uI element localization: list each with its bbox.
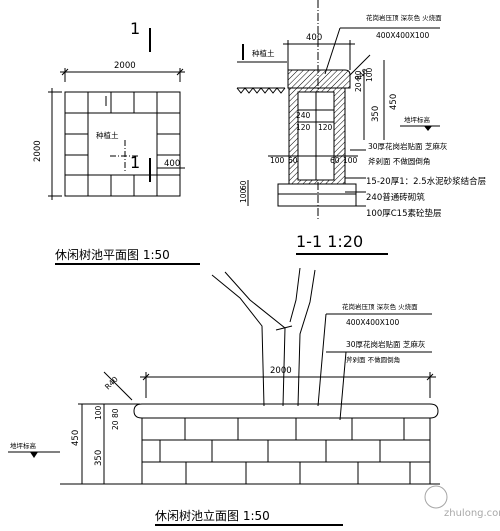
elevation-dim-tick: [142, 373, 150, 381]
elevation-branch-right-1: [289, 267, 301, 323]
elevation-dim-100: 100: [94, 405, 103, 420]
elevation-trunk-left: [211, 274, 265, 407]
section-note-stone-2: 斧剁面 不做圆倒角: [368, 156, 430, 166]
section-notes: 30厚花岗岩贴面 芝麻灰 斧剁面 不做圆倒角 15-20厚1：2.5水泥砂浆结合…: [345, 141, 486, 219]
watermark-logo-icon: [424, 485, 448, 509]
section-dim-100d: 100: [239, 188, 248, 203]
section-note-top-1: 花岗岩压顶 深灰色 火烧面: [366, 13, 442, 22]
elevation-dim-350: 350: [94, 450, 104, 466]
elevation-trunk-inner-left: [224, 271, 286, 407]
section-note-leader: [324, 27, 341, 75]
elevation-dim-r40: R40: [103, 374, 120, 391]
section-note-brick: 240普通砖砌筑: [366, 192, 425, 203]
plan-dim-height: 2000: [33, 140, 43, 162]
section-r40-leader: [349, 54, 371, 76]
elevation-note-leader-2: [339, 351, 347, 421]
section-dim-100c: 100: [365, 67, 374, 82]
section-dim-350: 350: [371, 106, 381, 122]
section-view: 花岗岩压顶 深灰色 火烧面 400X400X100 400 R40 种植土 24…: [236, 0, 486, 255]
section-dim-60a: 60: [288, 156, 298, 165]
elevation-note-top-1: 花岗岩压顶 深灰色 火烧面: [342, 302, 418, 311]
plan-dim-width: 2000: [114, 61, 136, 71]
elevation-note-top-2: 400X400X100: [346, 318, 399, 327]
plan-dim-tick: [176, 68, 184, 76]
elevation-view: 花岗岩压顶 深灰色 火烧面 400X400X100 30厚花岗岩贴面 芝麻灰 斧…: [8, 267, 440, 526]
elevation-ground-marker: [30, 452, 38, 458]
plan-inner-border: [87, 112, 158, 176]
section-dim-20: 20: [354, 82, 363, 92]
section-dim-450: 450: [389, 94, 399, 110]
watermark: zhulong.com: [424, 485, 500, 519]
section-dim-400: 400: [306, 33, 322, 43]
section-note-mortar: 15-20厚1：2.5水泥砂浆结合层: [366, 176, 486, 187]
section-dim-100a: 100: [270, 156, 285, 165]
section-dim-100b: 100: [343, 156, 358, 165]
section-soil-label: 种植土: [252, 48, 275, 58]
section-title: 1-1 1:20: [296, 232, 363, 251]
elevation-r40-leader: [103, 371, 133, 401]
plan-soil-label: 种植土: [96, 130, 119, 140]
section-footing: [277, 183, 357, 195]
plan-dim-cell: 400: [164, 159, 180, 169]
elevation-note-leader: [317, 313, 327, 407]
section-base: [277, 193, 357, 207]
section-note-stone-1: 30厚花岗岩贴面 芝麻灰: [368, 141, 448, 151]
elevation-dim-tick: [426, 373, 434, 381]
elevation-coping: [133, 403, 439, 419]
plan-dim-tick: [61, 68, 69, 76]
section-dim-120a: 120: [296, 123, 311, 132]
watermark-text: zhulong.com: [444, 508, 500, 519]
section-coping: [287, 69, 351, 89]
plan-title: 休闲树池平面图 1:50: [55, 247, 170, 262]
elevation-note-stone-1: 30厚花岗岩贴面 芝麻灰: [346, 339, 426, 349]
elevation-title: 休闲树池立面图 1:50: [155, 508, 270, 523]
elevation-branch-join: [275, 325, 293, 331]
section-note-top-2: 400X400X100: [376, 31, 429, 40]
section-dim-240: 240: [296, 111, 311, 120]
elevation-dim-2000: 2000: [270, 366, 292, 376]
plan-view: 1 1 2000 2000: [33, 19, 200, 265]
plan-section-mark-top: 1: [130, 19, 140, 38]
elevation-dim-20: 20: [111, 420, 120, 430]
elevation-stone-joints: [142, 418, 430, 484]
elevation-note-stone-2: 斧剁面 不做圆倒角: [346, 355, 400, 364]
section-ground-hatch: [236, 87, 286, 94]
section-dim-60c: 60: [239, 180, 248, 190]
section-ground-label: 地坪标高: [404, 115, 431, 124]
elevation-dim-450: 450: [71, 430, 81, 446]
elevation-dim-80: 80: [111, 408, 120, 418]
section-dim-60b: 60: [330, 156, 340, 165]
section-note-base: 100厚C15素砼垫层: [366, 208, 441, 219]
section-dim-120b: 120: [318, 123, 333, 132]
plan-outer-border: [64, 91, 181, 197]
plan-section-mark-bottom: 1: [130, 153, 140, 172]
plan-paving-grid: [65, 92, 180, 196]
elevation-ground-label: 地坪标高: [10, 441, 37, 450]
section-dim-80: 80: [354, 70, 363, 80]
section-ground-marker: [424, 126, 432, 131]
elevation-branch-right-2: [297, 269, 316, 407]
